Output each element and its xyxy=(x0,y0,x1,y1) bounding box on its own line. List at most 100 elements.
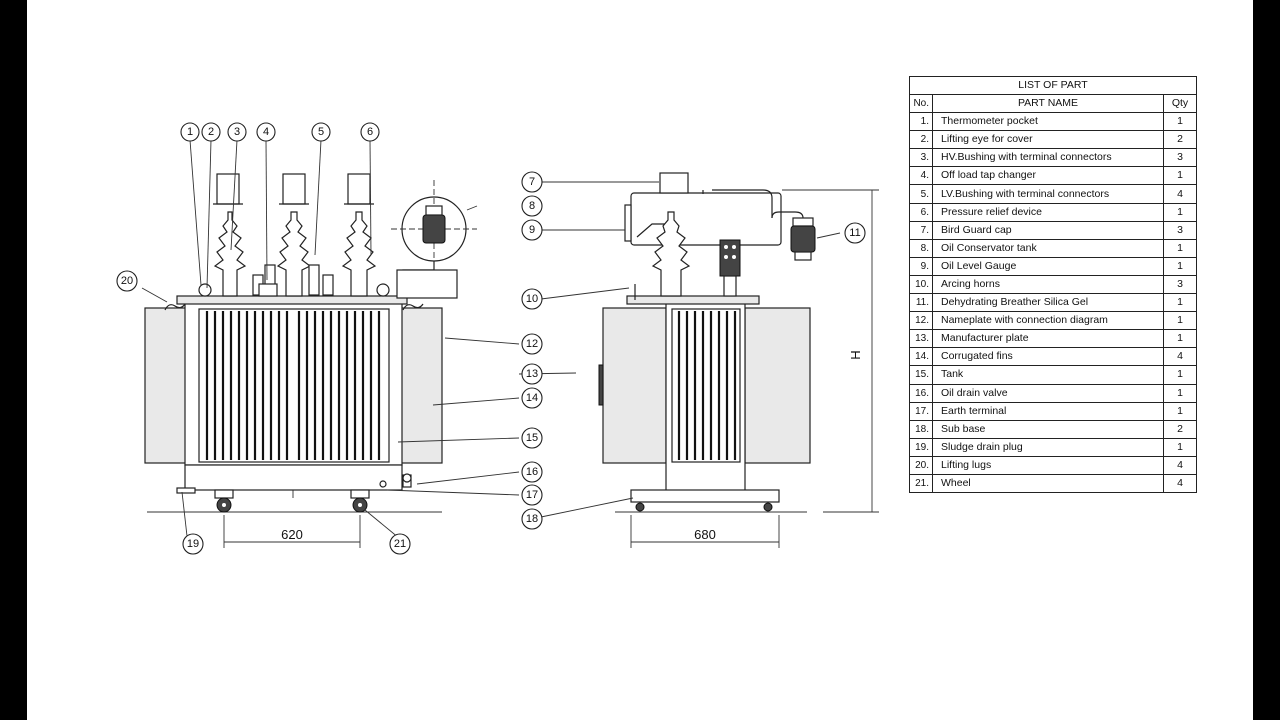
parts-list-table: LIST OF PART No. PART NAME Qty 1.Thermom… xyxy=(909,76,1197,494)
row-number: 7. xyxy=(909,220,933,240)
row-part-name: Bird Guard cap xyxy=(932,220,1164,240)
tap-changer xyxy=(258,283,278,297)
row-qty: 2 xyxy=(1163,130,1197,150)
svg-text:10: 10 xyxy=(526,293,538,305)
svg-text:9: 9 xyxy=(529,224,535,236)
row-qty: 1 xyxy=(1163,401,1197,421)
row-part-name: Wheel xyxy=(932,473,1164,494)
row-qty: 4 xyxy=(1163,455,1197,475)
row-qty: 1 xyxy=(1163,256,1197,276)
svg-text:13: 13 xyxy=(526,368,538,380)
col-name-header: PART NAME xyxy=(932,93,1164,114)
callout-3: 3 xyxy=(227,122,247,142)
row-number: 19. xyxy=(909,437,933,457)
row-qty: 1 xyxy=(1163,112,1197,132)
row-part-name: HV.Bushing with terminal connectors xyxy=(932,148,1164,168)
drawing-canvas: 620 xyxy=(27,0,1253,720)
row-qty: 4 xyxy=(1163,184,1197,204)
row-part-name: Pressure relief device xyxy=(932,202,1164,222)
row-part-name: Nameplate with connection diagram xyxy=(932,311,1164,331)
thermometer-pocket xyxy=(198,283,212,297)
callout-6: 6 xyxy=(360,122,380,142)
row-number: 10. xyxy=(909,274,933,295)
callout-19: 19 xyxy=(182,533,204,555)
row-part-name: Corrugated fins xyxy=(932,347,1164,367)
row-number: 16. xyxy=(909,383,933,403)
row-qty: 1 xyxy=(1163,329,1197,349)
row-number: 14. xyxy=(909,347,933,367)
row-part-name: Earth terminal xyxy=(932,401,1164,421)
row-qty: 3 xyxy=(1163,274,1197,295)
side-wheel-right xyxy=(763,502,773,512)
row-qty: 1 xyxy=(1163,311,1197,331)
svg-text:15: 15 xyxy=(526,432,538,444)
callout-18: 18 xyxy=(521,508,543,530)
side-tank-cover xyxy=(626,295,760,305)
side-fin-panel xyxy=(671,308,741,463)
row-part-name: Dehydrating Breather Silica Gel xyxy=(932,293,1164,313)
svg-text:18: 18 xyxy=(526,513,538,525)
svg-text:8: 8 xyxy=(529,200,535,212)
hv-bushing-center xyxy=(276,173,312,297)
transformer-drawing: 620 xyxy=(116,122,879,555)
lifting-eye xyxy=(376,283,390,297)
row-number: 15. xyxy=(909,365,933,385)
row-qty: 1 xyxy=(1163,293,1197,313)
row-number: 20. xyxy=(909,455,933,475)
row-part-name: Lifting lugs xyxy=(932,455,1164,475)
table-title: LIST OF PART xyxy=(909,76,1197,95)
callout-1: 1 xyxy=(180,122,200,142)
dehydrating-breather xyxy=(771,211,816,261)
row-qty: 1 xyxy=(1163,166,1197,186)
front-wheel-right xyxy=(350,489,370,513)
svg-text:5: 5 xyxy=(318,126,324,138)
svg-text:12: 12 xyxy=(526,338,538,350)
side-hv-bushing xyxy=(651,211,691,297)
callout-8: 8 xyxy=(521,195,543,217)
row-number: 2. xyxy=(909,130,933,150)
svg-text:11: 11 xyxy=(849,227,860,239)
front-leader-lines xyxy=(141,139,478,539)
row-qty: 2 xyxy=(1163,419,1197,439)
front-view: 620 xyxy=(141,139,478,548)
col-no-header: No. xyxy=(909,93,933,114)
callout-7: 7 xyxy=(521,171,543,193)
front-wheel-left xyxy=(214,489,234,513)
row-qty: 1 xyxy=(1163,437,1197,457)
row-number: 13. xyxy=(909,329,933,349)
row-part-name: Sub base xyxy=(932,419,1164,439)
row-number: 4. xyxy=(909,166,933,186)
svg-text:21: 21 xyxy=(394,538,406,550)
callout-15: 15 xyxy=(521,427,543,449)
front-fin-panel xyxy=(198,308,390,463)
callouts: 1 2 3 4 5 6 7 8 9 10 11 12 13 14 15 16 1… xyxy=(116,122,866,555)
manufacturer-plate xyxy=(598,364,604,406)
svg-text:3: 3 xyxy=(234,126,240,138)
callout-16: 16 xyxy=(521,461,543,483)
row-number: 3. xyxy=(909,148,933,168)
front-width-label: 620 xyxy=(281,527,303,542)
front-conservator xyxy=(391,180,477,299)
svg-text:7: 7 xyxy=(529,176,535,188)
row-part-name: Tank xyxy=(932,365,1164,385)
row-qty: 1 xyxy=(1163,238,1197,258)
callout-13: 13 xyxy=(521,363,543,385)
height-dimension: H xyxy=(782,189,879,512)
row-part-name: Oil Level Gauge xyxy=(932,256,1164,276)
row-qty: 4 xyxy=(1163,473,1197,494)
callout-4: 4 xyxy=(256,122,276,142)
